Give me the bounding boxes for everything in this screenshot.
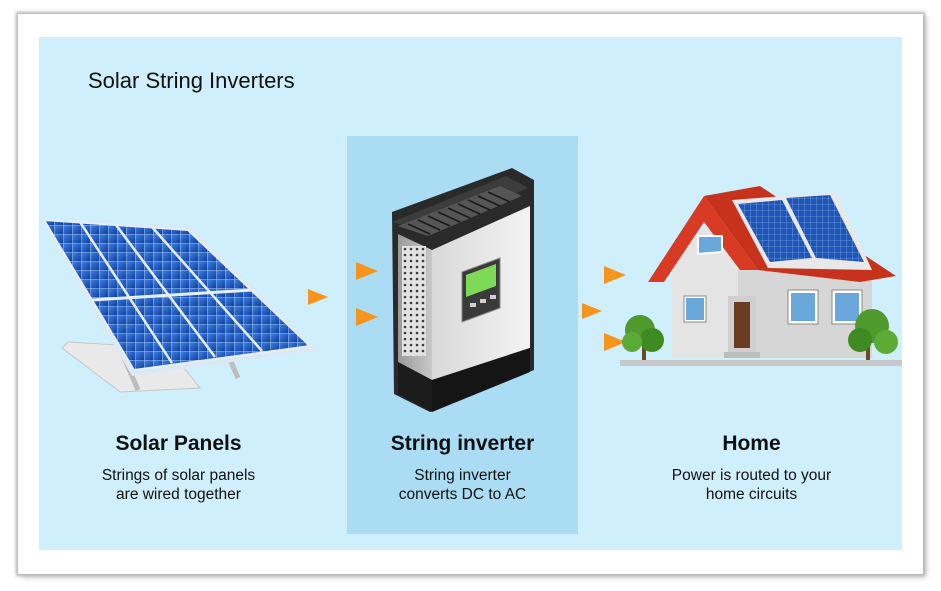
tree-icon bbox=[848, 309, 898, 360]
stage-description-line: Strings of solar panels bbox=[101, 467, 256, 484]
stage-heading: String inverter bbox=[390, 432, 535, 455]
arrow-right-icon bbox=[532, 266, 626, 351]
stage-description: String inverter converts DC to AC bbox=[347, 466, 578, 504]
arrow-right-icon bbox=[250, 262, 378, 326]
stage-description: Strings of solar panels are wired togeth… bbox=[63, 466, 294, 504]
stage-description-line: are wired together bbox=[116, 486, 241, 503]
stage-description-line: String inverter bbox=[414, 467, 511, 484]
stage-description: Power is routed to your home circuits bbox=[636, 466, 867, 504]
house-icon bbox=[620, 186, 902, 366]
stage-string-inverter: String inverter String inverter converts… bbox=[347, 432, 578, 504]
stage-home: Home Power is routed to your home circui… bbox=[636, 432, 867, 504]
stage-solar-panels: Solar Panels Strings of solar panels are… bbox=[63, 432, 294, 504]
stage-description-line: home circuits bbox=[705, 486, 798, 503]
stage-description-line: converts DC to AC bbox=[398, 486, 527, 503]
inverter-icon bbox=[392, 168, 534, 412]
stage-heading: Home bbox=[722, 432, 781, 455]
solar-panel-icon bbox=[40, 218, 318, 393]
tree-icon bbox=[622, 315, 664, 360]
diagram-title: Solar String Inverters bbox=[88, 68, 295, 93]
stage-description-line: Power is routed to your bbox=[671, 467, 832, 484]
stage-heading: Solar Panels bbox=[115, 432, 242, 455]
